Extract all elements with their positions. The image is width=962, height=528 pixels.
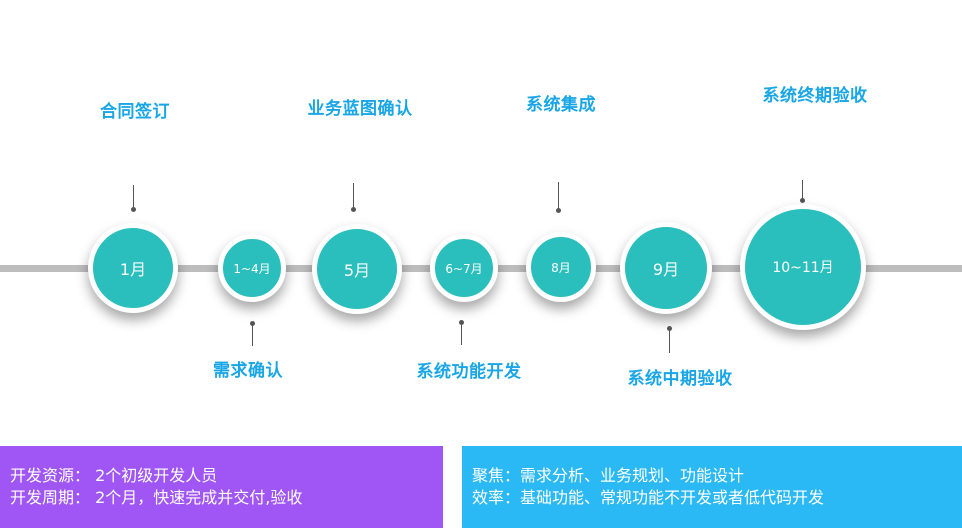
milestone-label-blueprint: 业务蓝图确认 bbox=[307, 99, 413, 119]
resources-value: 2个初级开发人员 bbox=[95, 466, 218, 485]
focus-key: 聚焦： bbox=[472, 466, 521, 485]
connector-line bbox=[461, 323, 462, 345]
milestone-circle-6: 9月 bbox=[620, 222, 712, 314]
connector-line bbox=[353, 183, 354, 207]
cycle-value: 2个月，快速完成并交付,验收 bbox=[95, 488, 303, 507]
milestone-circle-1: 1月 bbox=[88, 223, 178, 313]
milestone-label-integration: 系统集成 bbox=[526, 95, 596, 115]
focus-box: 聚焦：需求分析、业务规划、功能设计 效率：基础功能、常规功能不开发或者低代码开发 bbox=[462, 446, 962, 528]
connector-line bbox=[133, 185, 134, 207]
milestone-date: 1月 bbox=[119, 260, 147, 279]
connector-dot bbox=[556, 208, 561, 213]
focus-line: 聚焦：需求分析、业务规划、功能设计 bbox=[472, 465, 952, 487]
milestone-label-final: 系统终期验收 bbox=[762, 86, 868, 106]
milestone-date: 1~4月 bbox=[233, 261, 271, 276]
connector-dot bbox=[250, 321, 255, 326]
connector-line bbox=[252, 324, 253, 346]
milestone-label-development: 系统功能开发 bbox=[416, 362, 522, 382]
milestone-label-midterm: 系统中期验收 bbox=[627, 369, 733, 389]
connector-line bbox=[802, 180, 803, 198]
efficiency-line: 效率：基础功能、常规功能不开发或者低代码开发 bbox=[472, 487, 952, 509]
connector-dot bbox=[131, 207, 136, 212]
milestone-circle-7: 10~11月 bbox=[740, 204, 866, 330]
milestone-date: 9月 bbox=[652, 260, 680, 279]
milestone-date: 5月 bbox=[343, 261, 371, 280]
connector-dot bbox=[459, 320, 464, 325]
cycle-key: 开发周期： bbox=[10, 488, 91, 507]
efficiency-key: 效率： bbox=[472, 488, 521, 507]
resources-line: 开发资源： 2个初级开发人员 bbox=[10, 465, 433, 487]
milestone-circle-2: 1~4月 bbox=[218, 234, 286, 302]
cycle-line: 开发周期： 2个月，快速完成并交付,验收 bbox=[10, 487, 433, 509]
resources-key: 开发资源： bbox=[10, 466, 91, 485]
milestone-circle-3: 5月 bbox=[312, 224, 402, 314]
connector-dot bbox=[667, 326, 672, 331]
connector-line bbox=[558, 182, 559, 208]
connector-line bbox=[669, 329, 670, 353]
connector-dot bbox=[351, 207, 356, 212]
focus-value: 需求分析、业务规划、功能设计 bbox=[520, 466, 745, 485]
milestone-date: 10~11月 bbox=[772, 260, 834, 276]
efficiency-value: 基础功能、常规功能不开发或者低代码开发 bbox=[520, 488, 825, 507]
milestone-label-requirements: 需求确认 bbox=[213, 361, 283, 381]
connector-dot bbox=[800, 198, 805, 203]
milestone-label-contract: 合同签订 bbox=[100, 102, 170, 122]
milestone-date: 6~7月 bbox=[445, 261, 483, 276]
milestone-circle-4: 6~7月 bbox=[430, 234, 498, 302]
milestone-date: 8月 bbox=[551, 260, 571, 275]
resources-box: 开发资源： 2个初级开发人员 开发周期： 2个月，快速完成并交付,验收 bbox=[0, 446, 443, 528]
milestone-circle-5: 8月 bbox=[526, 232, 596, 302]
